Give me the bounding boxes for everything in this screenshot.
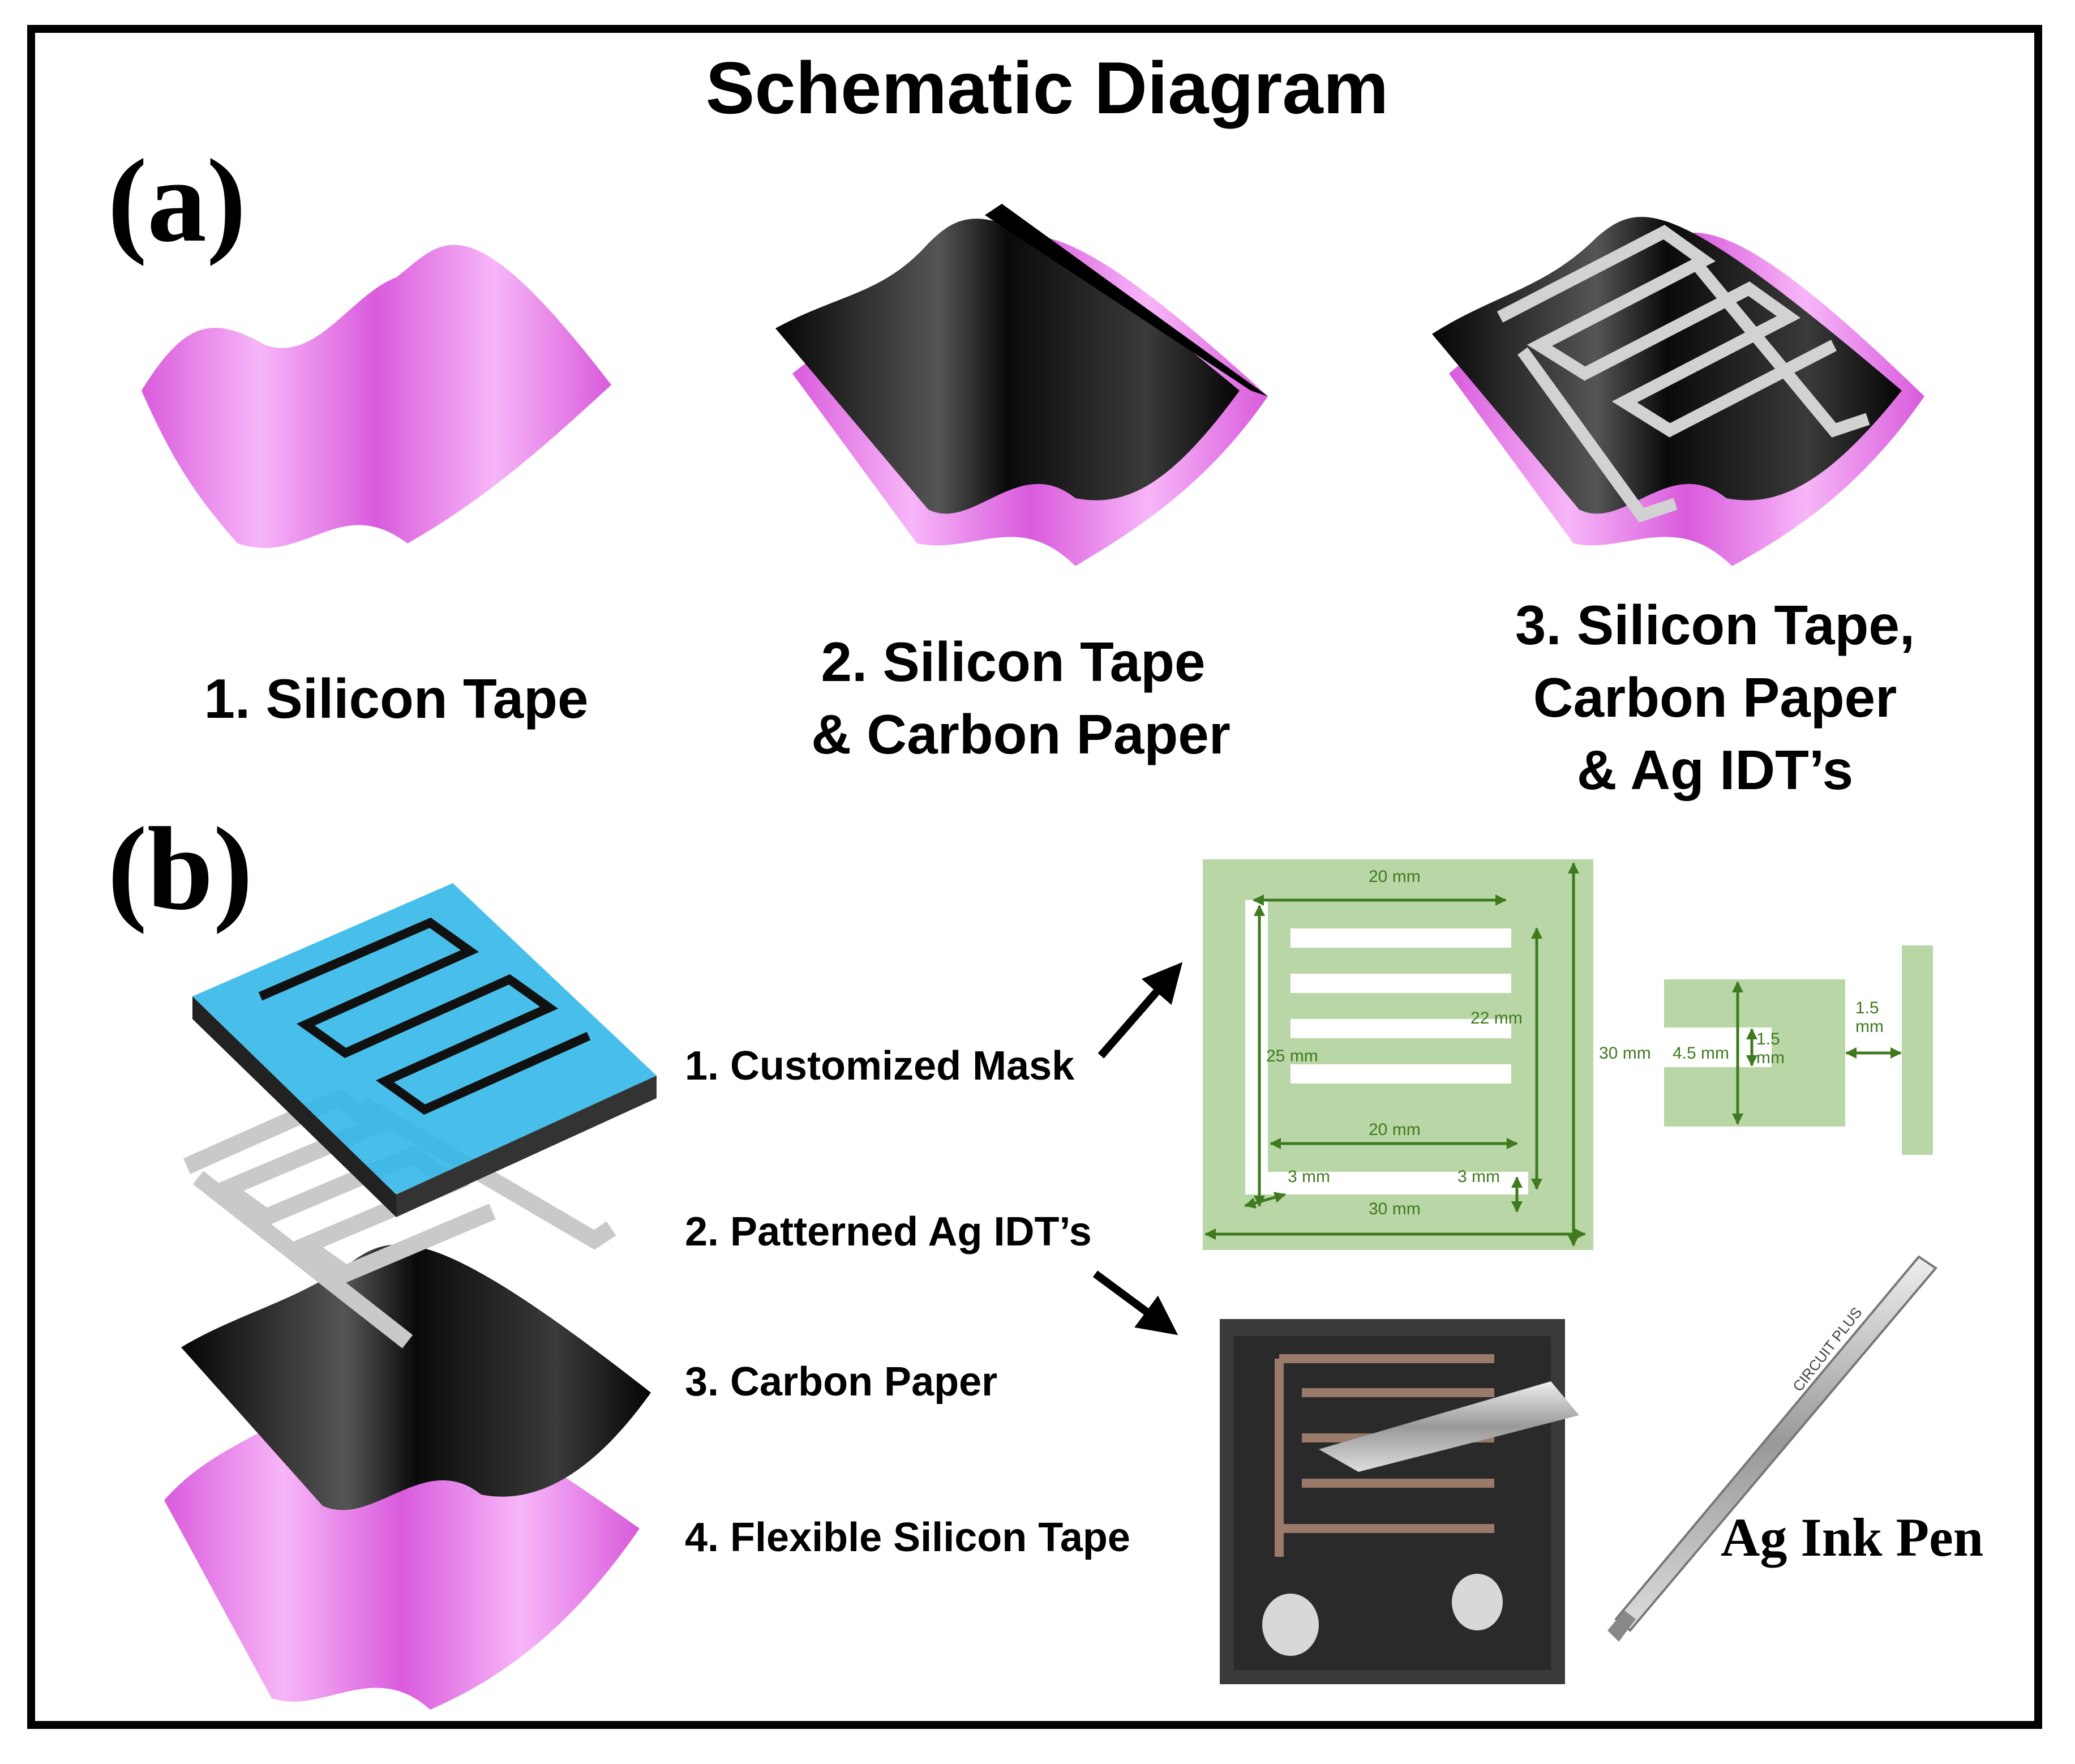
- dim-left-height: 25 mm: [1266, 1047, 1318, 1065]
- mask-dimension-drawing: 20 mm 22 mm 25 mm 20 mm 3 mm 3 mm 30 mm …: [1203, 859, 1651, 1250]
- mask-layer: [192, 883, 657, 1217]
- dim-bottom-width: 30 mm: [1369, 1200, 1421, 1218]
- dim-top-width: 20 mm: [1369, 867, 1421, 886]
- sensor-photo: [1220, 1319, 1579, 1684]
- layer-label-carbon: 3. Carbon Paper: [685, 1359, 998, 1405]
- tape-carbon-illustration: [775, 204, 1268, 566]
- dim-inner-width: 20 mm: [1369, 1120, 1421, 1139]
- figure-title: Schematic Diagram: [705, 46, 1389, 129]
- silicon-tape-illustration: [142, 245, 611, 548]
- pen-label: Ag Ink Pen: [1721, 1507, 1984, 1568]
- dim-finger-length: 4.5 mm: [1673, 1044, 1729, 1063]
- layer-label-silicon: 4. Flexible Silicon Tape: [685, 1515, 1130, 1560]
- caption-tape-carbon-ag: 3. Silicon Tape, Carbon Paper & Ag IDT’s: [1515, 594, 1915, 801]
- panel-b-label: (b): [108, 803, 253, 935]
- dim-inner-height: 22 mm: [1470, 1009, 1523, 1027]
- exploded-stack-illustration: [164, 883, 657, 1710]
- layer-label-ag-idt: 2. Patterned Ag IDT’s: [685, 1209, 1092, 1255]
- dim-total-height: 30 mm: [1599, 1044, 1651, 1063]
- tape-carbon-ag-illustration: [1432, 217, 1924, 567]
- panel-a-label: (a): [108, 135, 246, 267]
- arrow-to-mask-drawing: [1097, 962, 1183, 1059]
- figure-frame: [27, 25, 2042, 1729]
- caption-silicon-tape: 1. Silicon Tape: [204, 667, 589, 730]
- layer-label-mask: 1. Customized Mask: [685, 1043, 1075, 1089]
- dim-left-gap: 3 mm: [1288, 1167, 1330, 1186]
- caption-tape-carbon: 2. Silicon Tape & Carbon Paper: [811, 631, 1231, 765]
- arrow-to-photo: [1092, 1270, 1178, 1335]
- dim-right-gap: 3 mm: [1457, 1167, 1500, 1186]
- ag-ink-pen: CIRCUIT PLUS: [1607, 1255, 1937, 1642]
